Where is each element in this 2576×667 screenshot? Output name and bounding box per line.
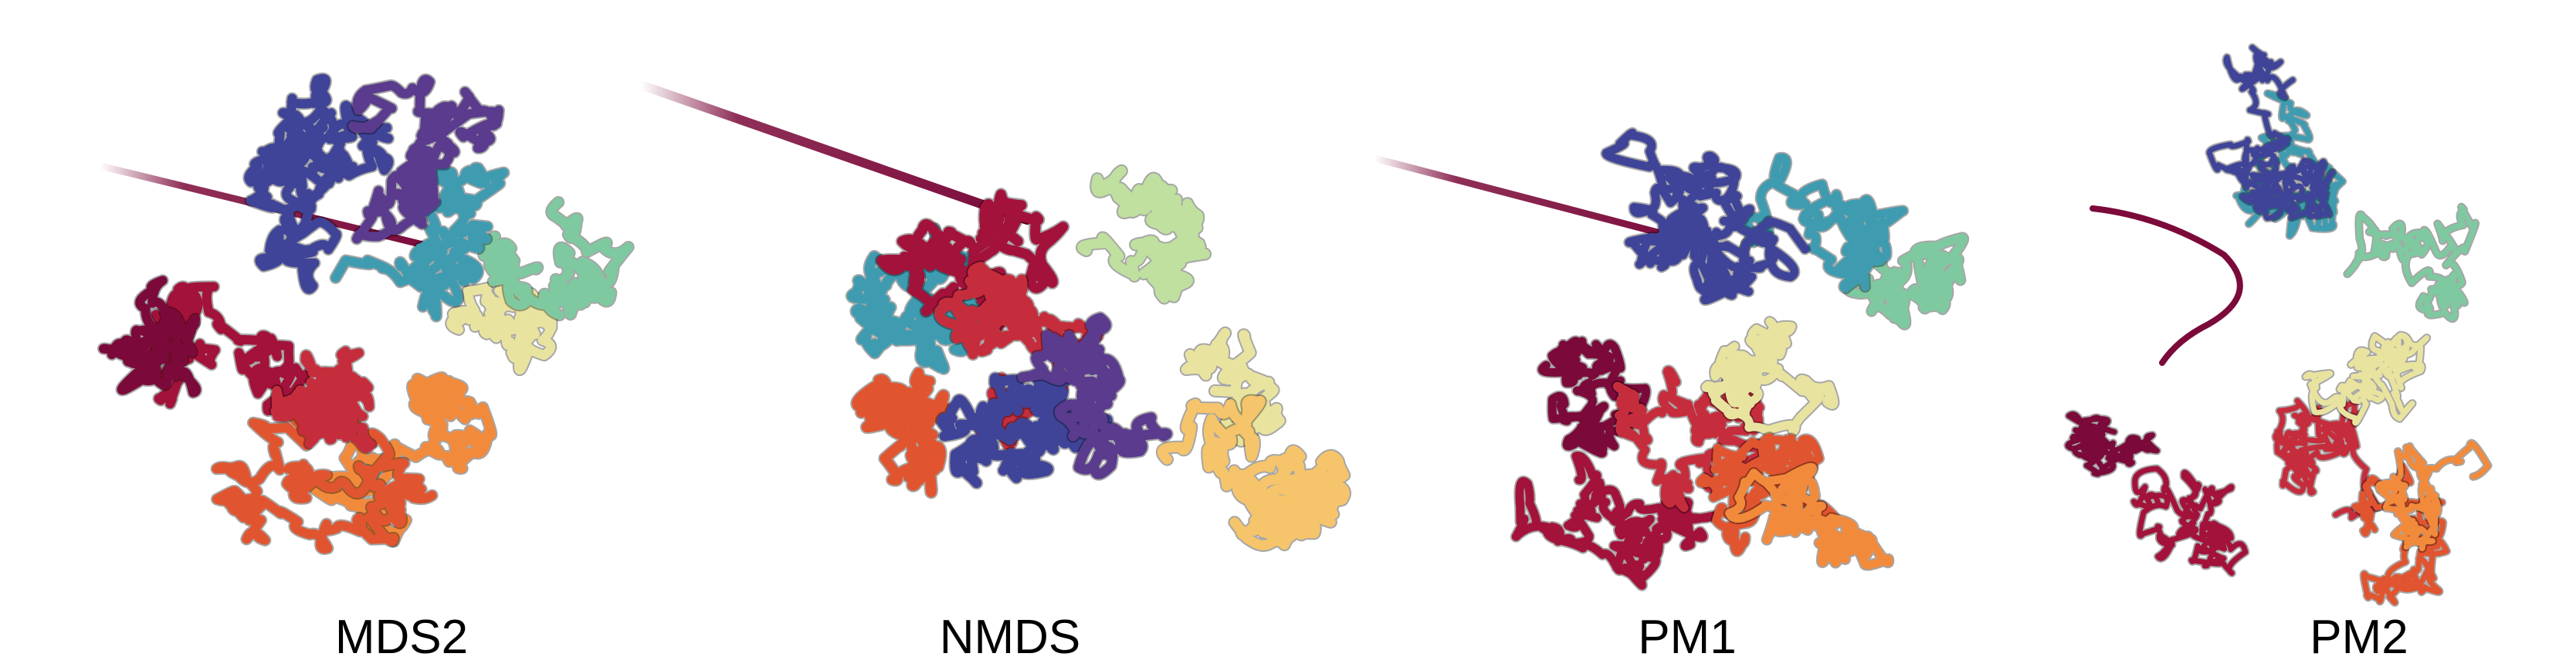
panel-label-nmds: NMDS [939,611,1081,664]
panel-label-pm2: PM2 [2310,611,2408,664]
chain-segment [1017,313,1172,479]
chain-segment [1843,233,1968,329]
chain-segment [1077,165,1210,303]
chain-segment [1725,462,1893,570]
chain-tail [636,80,1032,225]
panel-label-mds2: MDS2 [334,611,469,664]
chain-segment [2344,204,2479,322]
chain-segment [1602,128,1810,305]
structure-panel-nmds [636,80,1351,552]
chain-segment [2065,411,2160,477]
chain-segment [99,276,201,398]
chain-tail [2090,205,2243,366]
chain-segment [1739,153,1907,293]
chain-segment [347,75,503,244]
chain-tail [1371,154,1703,247]
chain-segment [1696,433,1841,556]
chain-segment [2303,332,2430,426]
chain-segment [2375,440,2491,551]
structure-panel-pm1 [1371,127,1969,591]
chain-segment [2206,45,2335,222]
chain-segment [1612,366,1766,513]
structure-panel-mds2 [97,72,635,555]
chain-segment [270,346,376,453]
chain-segment [2130,466,2249,576]
chain-segment [2351,463,2449,605]
chain-segment [330,163,509,321]
chain-segment [1511,452,1718,590]
chain-segment [1157,395,1350,550]
chain-segment [852,367,951,498]
panel-label-pm1: PM1 [1638,611,1737,664]
chain-segment [479,198,633,320]
chain-segment [1701,317,1839,435]
structure-panel-pm2 [2063,43,2493,607]
